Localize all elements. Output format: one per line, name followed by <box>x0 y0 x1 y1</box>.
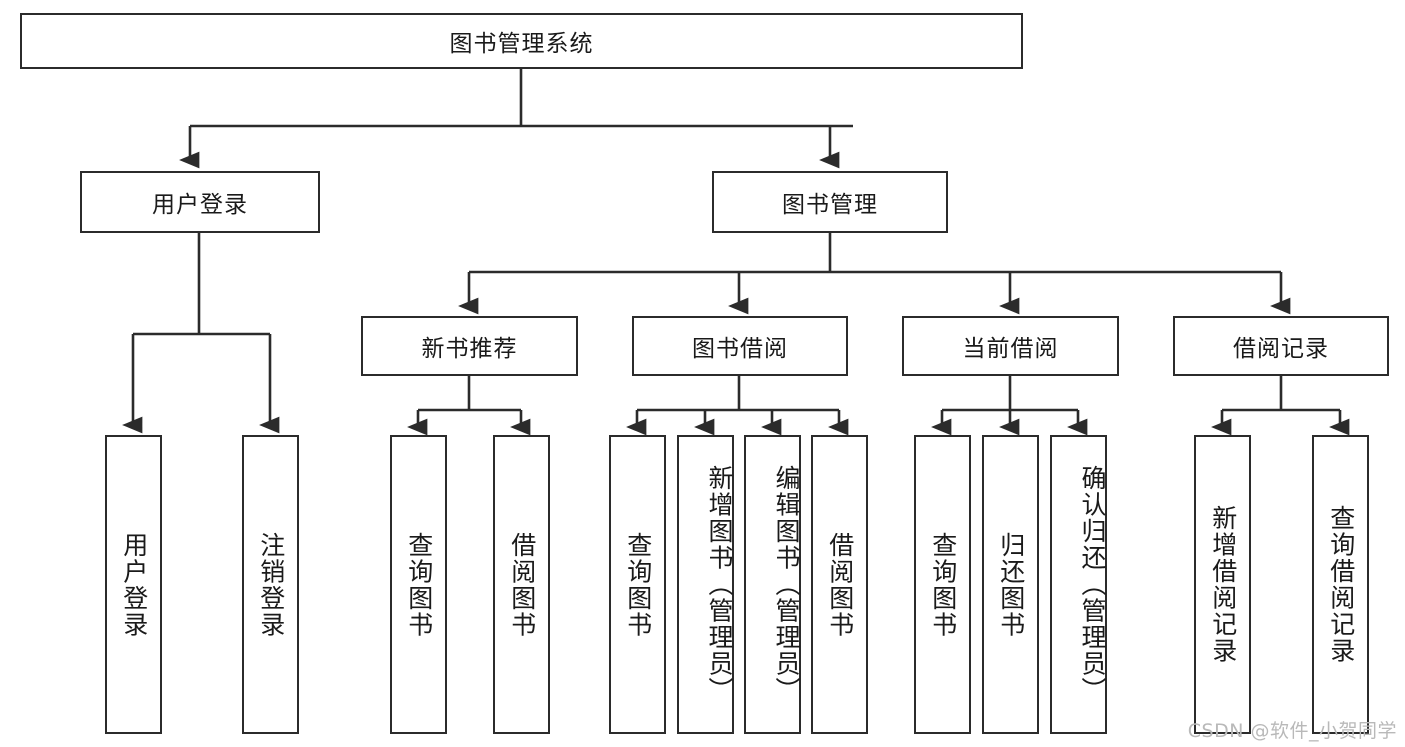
node-leaf-borrow-book-1-label: 借阅图书 <box>507 531 537 638</box>
node-leaf-confirm-return-label: 确认归还（管理员） <box>1078 465 1107 704</box>
node-leaf-query-book-2-label: 查询图书 <box>623 531 653 638</box>
node-borrow-record-label: 借阅记录 <box>1233 336 1329 362</box>
node-leaf-borrow-book-2[interactable]: 借阅图书 <box>811 435 868 734</box>
node-leaf-logout[interactable]: 注销登录 <box>242 435 299 734</box>
node-current-borrow[interactable]: 当前借阅 <box>902 316 1119 376</box>
node-leaf-logout-label: 注销登录 <box>256 531 286 638</box>
node-leaf-borrow-book-2-label: 借阅图书 <box>825 531 855 638</box>
node-user-login[interactable]: 用户登录 <box>80 171 320 233</box>
node-leaf-edit-book-label: 编辑图书（管理员） <box>772 465 801 704</box>
node-leaf-query-record-label: 查询借阅记录 <box>1326 505 1356 664</box>
node-user-login-label: 用户登录 <box>152 192 248 218</box>
node-root[interactable]: 图书管理系统 <box>20 13 1023 69</box>
node-leaf-query-record[interactable]: 查询借阅记录 <box>1312 435 1369 734</box>
watermark: CSDN @软件_小贺同学 <box>1187 720 1397 742</box>
node-leaf-edit-book[interactable]: 编辑图书（管理员） <box>744 435 801 734</box>
node-leaf-return-book[interactable]: 归还图书 <box>982 435 1039 734</box>
node-book-management[interactable]: 图书管理 <box>712 171 948 233</box>
node-leaf-user-login-label: 用户登录 <box>119 531 149 638</box>
node-leaf-query-book-1-label: 查询图书 <box>404 531 434 638</box>
node-leaf-borrow-book-1[interactable]: 借阅图书 <box>493 435 550 734</box>
node-leaf-query-book-2[interactable]: 查询图书 <box>609 435 666 734</box>
node-root-label: 图书管理系统 <box>449 31 594 57</box>
node-leaf-add-record-label: 新增借阅记录 <box>1208 505 1238 664</box>
node-leaf-return-book-label: 归还图书 <box>996 531 1026 638</box>
node-leaf-query-book-3[interactable]: 查询图书 <box>914 435 971 734</box>
node-new-book-recommend-label: 新书推荐 <box>421 336 518 362</box>
node-leaf-query-book-3-label: 查询图书 <box>928 531 958 638</box>
node-borrow-record[interactable]: 借阅记录 <box>1173 316 1389 376</box>
node-leaf-user-login[interactable]: 用户登录 <box>105 435 162 734</box>
node-book-borrow[interactable]: 图书借阅 <box>632 316 848 376</box>
node-book-borrow-label: 图书借阅 <box>692 336 788 362</box>
node-new-book-recommend[interactable]: 新书推荐 <box>361 316 578 376</box>
node-leaf-add-record[interactable]: 新增借阅记录 <box>1194 435 1251 734</box>
node-leaf-add-book[interactable]: 新增图书（管理员） <box>677 435 734 734</box>
node-leaf-add-book-label: 新增图书（管理员） <box>705 465 734 704</box>
node-current-borrow-label: 当前借阅 <box>962 336 1059 362</box>
node-leaf-confirm-return[interactable]: 确认归还（管理员） <box>1050 435 1107 734</box>
node-book-management-label: 图书管理 <box>782 192 878 218</box>
node-leaf-query-book-1[interactable]: 查询图书 <box>390 435 447 734</box>
